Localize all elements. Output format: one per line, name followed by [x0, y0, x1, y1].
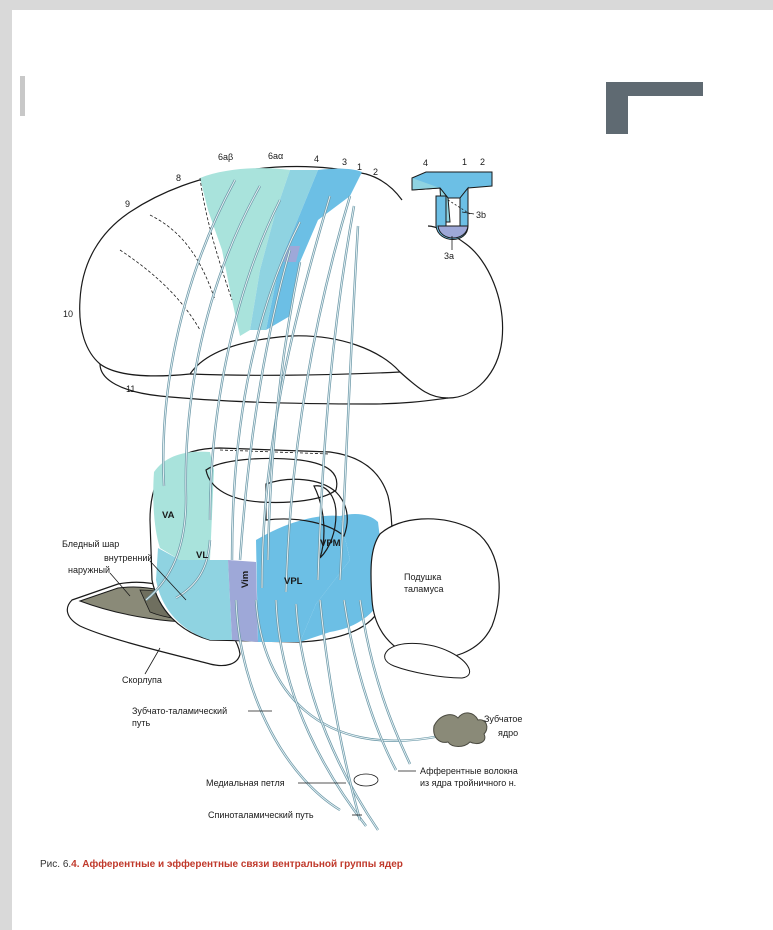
inset-label-4: 4 — [423, 158, 428, 168]
sensory-cortex-inset: 4 1 2 3b 3a — [412, 157, 492, 261]
area-label-6aa: 6aα — [268, 151, 283, 161]
area-label-9: 9 — [125, 199, 130, 209]
pulvinar-label-2: таламуса — [404, 584, 443, 594]
caption-title: 4. Афферентные и эфферентные связи вентр… — [71, 859, 403, 870]
label-trigeminal-1: Афферентные волокна — [420, 766, 518, 776]
area-label-8: 8 — [176, 173, 181, 183]
pulvinar: Подушка таламуса — [371, 519, 499, 678]
label-vl: VL — [196, 550, 208, 561]
area-label-4: 4 — [314, 154, 319, 164]
dentate-nucleus: Зубчатое ядро — [434, 713, 523, 747]
dentate-label-2: ядро — [498, 728, 518, 738]
dentate-nucleus-shape — [434, 713, 487, 747]
dentate-label-1: Зубчатое — [484, 714, 522, 724]
area-label-1: 1 — [357, 162, 362, 172]
area-label-3: 3 — [342, 157, 347, 167]
page-edge-mark — [20, 76, 25, 116]
label-putamen: Скорлупа — [122, 675, 162, 685]
label-dentatothalamic-1: Зубчато-таламический — [132, 706, 227, 716]
corner-bracket-mark — [606, 82, 703, 134]
lateral-sulcus — [190, 372, 400, 375]
temporal-lobe — [100, 364, 448, 404]
label-pallidum: Бледный шар — [62, 539, 119, 549]
area-label-10: 10 — [63, 309, 73, 319]
label-internal: внутренний — [104, 553, 152, 563]
inset-label-3a: 3a — [444, 251, 454, 261]
inset-label-3b: 3b — [476, 210, 486, 220]
leader-putamen — [145, 648, 160, 674]
medial-lemniscus-marker — [354, 774, 378, 786]
label-dentatothalamic-2: путь — [132, 718, 150, 728]
area-border-dashed-1 — [150, 215, 215, 300]
label-spinothalamic: Спиноталамический путь — [208, 810, 314, 820]
area-label-11: 11 — [126, 384, 135, 394]
inset-label-2: 2 — [480, 157, 485, 167]
area-label-6ab: 6aβ — [218, 152, 233, 162]
pulvinar-label-1: Подушка — [404, 572, 441, 582]
caption-prefix: Рис. 6. — [40, 859, 71, 870]
label-vpm: VPM — [320, 538, 341, 549]
label-trigeminal-2: из ядра тройничного н. — [420, 778, 516, 788]
area-label-2: 2 — [373, 167, 378, 177]
label-va: VA — [162, 510, 175, 521]
label-vim: Vim — [240, 571, 251, 588]
label-external: наружный — [68, 565, 110, 575]
inset-label-1: 1 — [462, 157, 467, 167]
label-vpl: VPL — [284, 576, 303, 587]
figure-caption: Рис. 6.4. Афферентные и эфферентные связ… — [40, 859, 403, 870]
label-medial-lemniscus: Медиальная петля — [206, 778, 285, 788]
